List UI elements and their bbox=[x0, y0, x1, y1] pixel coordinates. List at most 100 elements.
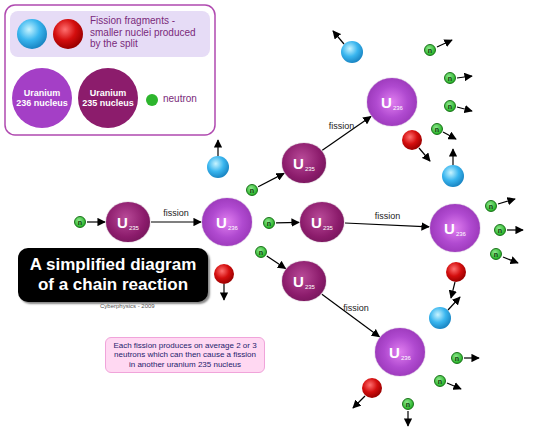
reaction-arrow bbox=[322, 294, 380, 337]
neutron-arrow bbox=[443, 132, 456, 139]
mass-number: 236 bbox=[393, 105, 403, 111]
edge-label: fission bbox=[163, 208, 189, 218]
neutron: n bbox=[444, 100, 456, 112]
neutron-symbol: n bbox=[435, 126, 439, 133]
element-symbol: U bbox=[293, 156, 304, 171]
element-symbol: U bbox=[389, 345, 400, 360]
u236-nucleus: U236 bbox=[202, 198, 252, 246]
u235-nucleus: U235 bbox=[282, 143, 326, 183]
neutron-symbol: n bbox=[448, 103, 452, 110]
u235-nucleus: U235 bbox=[300, 202, 344, 242]
u236-nucleus: U236 bbox=[367, 78, 417, 126]
mass-number: 235 bbox=[323, 225, 333, 231]
neutron: n bbox=[246, 184, 258, 196]
neutron-symbol: n bbox=[428, 47, 432, 54]
neutron: n bbox=[424, 44, 436, 56]
element-symbol: U bbox=[444, 221, 455, 236]
fragment-arrow bbox=[333, 31, 344, 44]
fission-fragment bbox=[341, 41, 363, 63]
legend-swatch: Uranium 236 nucleus bbox=[12, 68, 72, 128]
fragment-arrow bbox=[217, 140, 218, 156]
fission-fragment bbox=[214, 264, 234, 284]
edge-label: fission bbox=[343, 303, 369, 313]
fragment-arrow bbox=[451, 282, 455, 298]
neutron-arrow bbox=[447, 383, 461, 389]
neutron: n bbox=[494, 224, 506, 236]
fragment-arrow bbox=[353, 396, 365, 408]
element-symbol: U bbox=[216, 215, 227, 230]
legend-swatch bbox=[146, 94, 158, 106]
neutron-symbol: n bbox=[406, 401, 410, 408]
neutron-symbol: n bbox=[494, 251, 498, 258]
neutron: n bbox=[490, 248, 502, 260]
fragment-sample bbox=[17, 19, 47, 49]
note-box: Each fission produces on average 2 or 3 … bbox=[105, 337, 265, 373]
neutron: n bbox=[431, 123, 443, 135]
neutron-symbol: n bbox=[448, 75, 452, 82]
neutron: n bbox=[74, 216, 86, 228]
legend-text: Fission fragments - smaller nuclei produ… bbox=[90, 15, 206, 50]
u235-nucleus: U235 bbox=[282, 261, 326, 301]
element-symbol: U bbox=[293, 274, 304, 289]
neutron-arrow bbox=[464, 357, 479, 358]
edge-label: fission bbox=[375, 211, 401, 221]
neutron-arrow bbox=[457, 76, 472, 78]
reaction-arrow bbox=[151, 221, 201, 222]
neutron-symbol: n bbox=[455, 355, 459, 362]
fragment-sample bbox=[53, 19, 83, 49]
fragment-arrow bbox=[448, 297, 460, 310]
mass-number: 235 bbox=[129, 225, 139, 231]
fission-fragment bbox=[207, 156, 229, 178]
reaction-arrow bbox=[276, 222, 299, 224]
mass-number: 236 bbox=[401, 355, 411, 361]
neutron-arrow bbox=[437, 40, 452, 47]
legend-swatch: Uranium 235 nucleus bbox=[78, 68, 138, 128]
neutron: n bbox=[434, 375, 446, 387]
neutron-arrow bbox=[498, 199, 515, 204]
u236-nucleus: U236 bbox=[375, 328, 425, 376]
fission-fragment bbox=[442, 165, 464, 187]
element-symbol: U bbox=[311, 215, 322, 230]
element-symbol: U bbox=[117, 215, 128, 230]
neutron-arrow bbox=[407, 411, 408, 426]
fragment-arrow bbox=[452, 149, 453, 165]
mass-number: 235 bbox=[305, 166, 315, 172]
fission-fragment bbox=[429, 307, 451, 329]
neutron-symbol: n bbox=[438, 378, 442, 385]
neutron-symbol: n bbox=[250, 187, 254, 194]
mass-number: 235 bbox=[305, 284, 315, 290]
fragment-arrow bbox=[223, 284, 224, 300]
title-box: A simplified diagram of a chain reaction bbox=[18, 248, 208, 302]
neutron: n bbox=[263, 217, 275, 229]
neutron-symbol: n bbox=[489, 203, 493, 210]
fragment-arrow bbox=[419, 148, 430, 161]
neutron: n bbox=[451, 352, 463, 364]
neutron-arrow bbox=[503, 257, 518, 263]
legend-text: Uranium 235 nucleus bbox=[78, 85, 138, 112]
mass-number: 236 bbox=[456, 231, 466, 237]
neutron-symbol: n bbox=[259, 249, 263, 256]
neutron-symbol: n bbox=[267, 220, 271, 227]
reaction-arrow bbox=[322, 117, 371, 151]
u236-nucleus: U236 bbox=[430, 204, 480, 252]
element-symbol: U bbox=[381, 95, 392, 110]
credit-label: Cyberphysics - 2009 bbox=[100, 303, 155, 309]
neutron: n bbox=[255, 246, 267, 258]
reaction-arrow bbox=[87, 221, 105, 222]
fission-fragment bbox=[446, 262, 466, 282]
mass-number: 236 bbox=[228, 225, 238, 231]
neutron: n bbox=[402, 398, 414, 410]
legend-text: neutron bbox=[163, 93, 213, 105]
fission-fragment bbox=[402, 130, 422, 150]
neutron-symbol: n bbox=[78, 219, 82, 226]
u235-nucleus: U235 bbox=[106, 202, 150, 242]
neutron-arrow bbox=[457, 107, 472, 111]
neutron: n bbox=[485, 200, 497, 212]
title-text: A simplified diagram of a chain reaction bbox=[26, 255, 200, 296]
neutron: n bbox=[444, 72, 456, 84]
reaction-arrow bbox=[267, 256, 286, 269]
fission-fragment bbox=[362, 378, 382, 398]
reaction-arrow bbox=[345, 223, 429, 227]
neutron-arrow bbox=[507, 229, 523, 230]
